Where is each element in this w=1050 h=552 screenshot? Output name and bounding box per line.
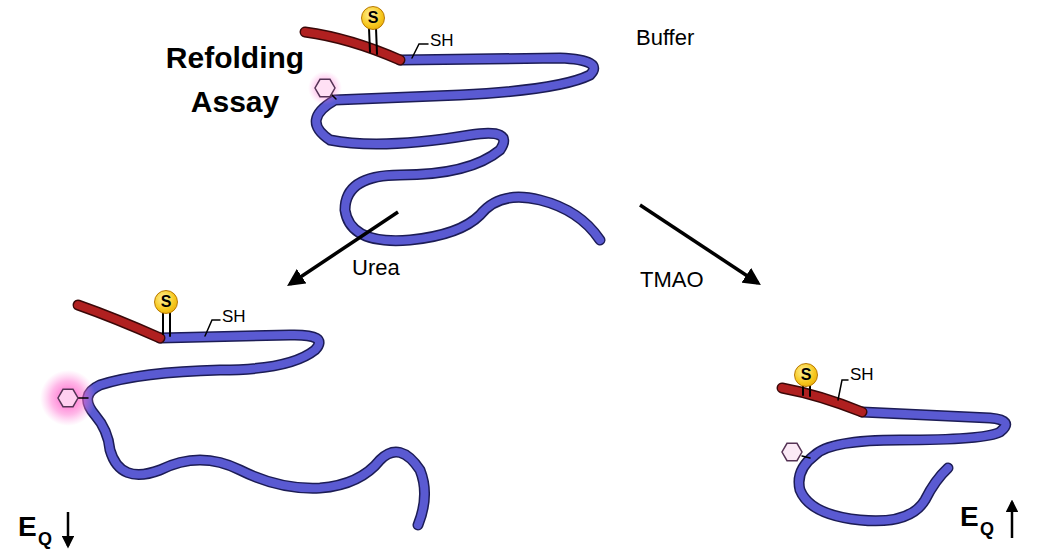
illustration-stroke — [316, 58, 600, 241]
efficiency-symbol: E — [18, 512, 37, 543]
illustration-stroke — [169, 312, 171, 336]
sulfur-atom: S — [361, 6, 385, 30]
illustration-stroke — [376, 28, 377, 54]
illustration-stroke — [78, 305, 160, 338]
thiol-label: SH — [222, 308, 246, 327]
decrease-arrow — [67, 512, 70, 546]
efficiency-symbol: E — [960, 502, 979, 533]
illustration-stroke — [802, 456, 810, 458]
illustration-stroke — [809, 386, 811, 396]
illustration-stroke — [369, 28, 370, 52]
thiol-label: SH — [430, 32, 454, 51]
illustration-stroke — [838, 380, 848, 400]
atom-label: S — [368, 10, 379, 26]
buffer-protein — [305, 28, 600, 241]
illustration-stroke — [308, 71, 342, 105]
condition-label: Buffer — [636, 26, 694, 50]
illustration-stroke — [305, 32, 400, 60]
atom-label: S — [801, 367, 812, 383]
sulfur-atom: S — [154, 290, 178, 314]
illustration-stroke — [162, 312, 164, 334]
illustration-stroke — [802, 386, 804, 395]
tmao-protein — [782, 380, 1006, 521]
illustration-stroke — [40, 370, 96, 426]
efficiency-subscript: Q — [38, 530, 52, 550]
condition-label: TMAO — [640, 268, 704, 292]
illustration-stroke — [412, 44, 428, 58]
illustration-stroke — [78, 397, 88, 399]
condition-label: Urea — [352, 256, 400, 280]
illustration-stroke — [78, 305, 160, 338]
figure-title: Refolding Assay — [150, 36, 320, 123]
illustration-stroke — [782, 388, 862, 412]
illustration-stroke — [782, 388, 862, 412]
thiol-label: SH — [850, 366, 874, 385]
illustration-stroke — [88, 335, 425, 525]
illustration-stroke — [316, 58, 600, 241]
sulfur-atom: S — [794, 363, 818, 387]
illustration-stroke — [315, 79, 335, 96]
illustration-stroke — [88, 335, 425, 525]
illustration-stroke — [305, 32, 400, 60]
illustration-stroke — [58, 389, 78, 406]
atom-label: S — [161, 294, 172, 310]
illustration-stroke — [205, 320, 220, 336]
illustration-stroke — [782, 443, 802, 460]
increase-arrow — [1011, 502, 1014, 538]
urea-protein — [40, 305, 425, 525]
efficiency-subscript: Q — [980, 520, 994, 540]
